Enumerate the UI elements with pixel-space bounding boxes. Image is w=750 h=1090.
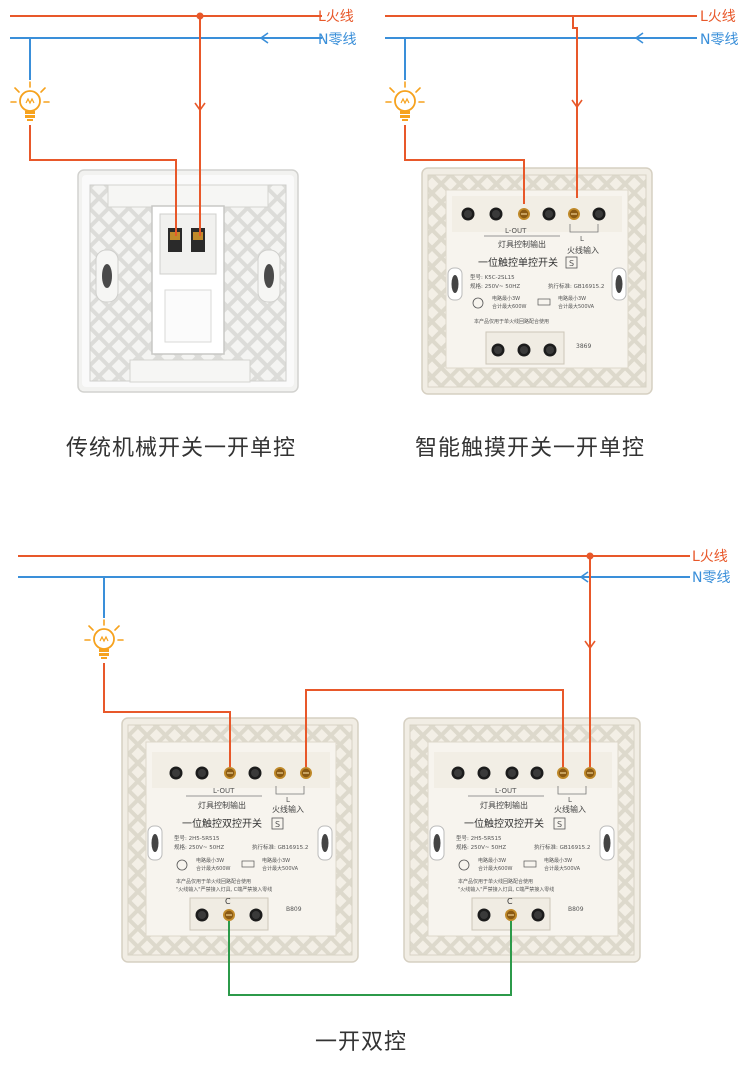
svg-text:L: L	[568, 796, 572, 804]
svg-text:执行标准: GB16915.2: 执行标准: GB16915.2	[548, 282, 604, 290]
top-wires: L火线 N零线 L火线 N零线	[10, 9, 738, 48]
mechanical-switch	[77, 169, 299, 393]
mechanical-wiring	[10, 12, 206, 236]
svg-text:3869: 3869	[576, 343, 591, 350]
svg-text:合计最大600W: 合计最大600W	[196, 865, 231, 872]
svg-text:型号: 2H5-5R515: 型号: 2H5-5R515	[174, 834, 220, 842]
live-in-label: 火线输入	[567, 245, 599, 255]
svg-text:电路最小3W: 电路最小3W	[262, 857, 290, 864]
svg-text:L: L	[580, 235, 584, 243]
mount-hole	[102, 264, 112, 288]
svg-text:灯具控制输出: 灯具控制输出	[198, 800, 246, 810]
svg-text:合计最大500VA: 合计最大500VA	[262, 865, 299, 872]
caption-smart-single: 智能触摸开关一开单控	[415, 436, 646, 461]
svg-text:执行标准: GB16915.2: 执行标准: GB16915.2	[252, 843, 308, 851]
caption-dual: 一开双控	[315, 1030, 408, 1055]
svg-text:电路最小3W: 电路最小3W	[492, 295, 520, 302]
svg-text:S: S	[569, 259, 574, 268]
svg-text:电路最小3W: 电路最小3W	[558, 295, 586, 302]
svg-text:火线输入: 火线输入	[554, 804, 586, 814]
live-label-2: L火线	[700, 9, 736, 25]
svg-text:B809: B809	[568, 906, 584, 913]
neutral-label-1: N零线	[318, 32, 356, 48]
l-out-label: L-OUT	[505, 227, 527, 235]
svg-text:"火线输入"严禁接入灯具, C端严禁接入零线: "火线输入"严禁接入灯具, C端严禁接入零线	[458, 886, 554, 893]
live-label-1: L火线	[318, 9, 354, 25]
svg-text:合计最大600W: 合计最大600W	[478, 865, 513, 872]
svg-text:S: S	[557, 820, 562, 829]
svg-text:合计最大500VA: 合计最大500VA	[558, 303, 595, 310]
dual-wiring	[84, 552, 596, 996]
svg-text:"火线输入"严禁接入灯具, C端严禁接入零线: "火线输入"严禁接入灯具, C端严禁接入零线	[176, 886, 272, 893]
product-title: 一位触控单控开关	[478, 256, 558, 269]
svg-text:合计最大600W: 合计最大600W	[492, 303, 527, 310]
svg-text:C: C	[507, 897, 513, 906]
svg-text:本产品仅用于单火线回路配合使用: 本产品仅用于单火线回路配合使用	[474, 318, 549, 325]
smart-single-switch: L-OUT 灯具控制输出 L 火线输入 一位触控单控开关 S 型号: K5C-2…	[421, 167, 653, 395]
svg-text:L: L	[286, 796, 290, 804]
svg-text:规格: 250V~ 50HZ: 规格: 250V~ 50HZ	[456, 843, 506, 851]
svg-text:电路最小3W: 电路最小3W	[478, 857, 506, 864]
svg-text:S: S	[275, 820, 280, 829]
svg-text:本产品仅用于单火线回路配合使用: 本产品仅用于单火线回路配合使用	[458, 878, 533, 885]
svg-text:灯具控制输出: 灯具控制输出	[480, 800, 528, 810]
double-switch-left: L-OUT 灯具控制输出 L 火线输入 一位触控双控开关 S 型号: 2H5-5…	[121, 717, 359, 963]
svg-text:L-OUT: L-OUT	[213, 787, 235, 795]
neutral-label-3: N零线	[692, 570, 730, 586]
svg-text:C: C	[225, 897, 231, 906]
svg-text:型号: 2H5-5R515: 型号: 2H5-5R515	[456, 834, 502, 842]
svg-text:规格: 250V~ 50HZ: 规格: 250V~ 50HZ	[174, 843, 224, 851]
mount-hole	[264, 264, 274, 288]
output-label: 灯具控制输出	[498, 239, 546, 249]
svg-text:L-OUT: L-OUT	[495, 787, 517, 795]
svg-text:执行标准: GB16915.2: 执行标准: GB16915.2	[534, 843, 590, 851]
svg-text:电路最小3W: 电路最小3W	[196, 857, 224, 864]
svg-text:B809: B809	[286, 906, 302, 913]
neutral-label-2: N零线	[700, 32, 738, 48]
svg-text:本产品仅用于单火线回路配合使用: 本产品仅用于单火线回路配合使用	[176, 878, 251, 885]
product-title: 一位触控双控开关	[464, 817, 544, 830]
caption-mechanical: 传统机械开关一开单控	[66, 436, 297, 461]
live-label-3: L火线	[692, 549, 728, 565]
bottom-wires: L火线 N零线	[18, 549, 730, 586]
double-switch-right: L-OUT 灯具控制输出 L 火线输入 一位触控双控开关 S 型号: 2H5-5…	[403, 717, 641, 963]
svg-text:火线输入: 火线输入	[272, 804, 304, 814]
svg-text:规格: 250V~ 50HZ: 规格: 250V~ 50HZ	[470, 282, 520, 290]
svg-text:电路最小3W: 电路最小3W	[544, 857, 572, 864]
product-title: 一位触控双控开关	[182, 817, 262, 830]
svg-text:型号: K5C-2SL15: 型号: K5C-2SL15	[470, 273, 515, 281]
svg-text:合计最大500VA: 合计最大500VA	[544, 865, 581, 872]
smart-single-wiring	[385, 16, 583, 204]
